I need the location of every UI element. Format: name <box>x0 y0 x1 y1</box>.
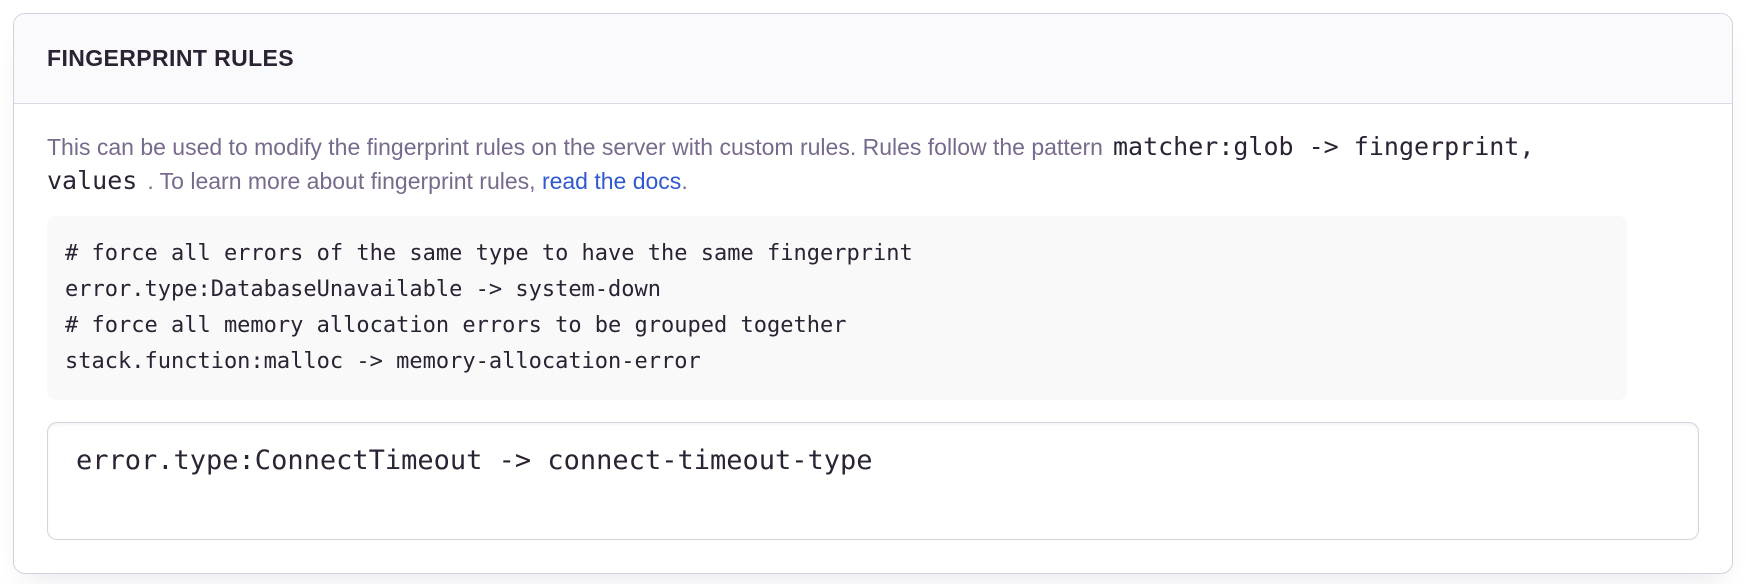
panel-header: FINGERPRINT RULES <box>14 14 1732 104</box>
example-code-block: # force all errors of the same type to h… <box>47 216 1627 400</box>
fingerprint-rules-panel: FINGERPRINT RULES This can be used to mo… <box>13 13 1733 574</box>
pattern-code-line2: values <box>47 166 138 195</box>
fingerprint-rules-input[interactable]: error.type:ConnectTimeout -> connect-tim… <box>47 422 1699 540</box>
panel-title: FINGERPRINT RULES <box>47 45 295 71</box>
description: This can be used to modify the fingerpri… <box>47 130 1699 198</box>
read-the-docs-link[interactable]: read the docs <box>541 168 682 194</box>
pattern-code-line1: matcher:glob -> fingerprint, <box>1112 132 1535 161</box>
panel-body: This can be used to modify the fingerpri… <box>14 104 1732 573</box>
description-text-lead: This can be used to modify the fingerpri… <box>47 134 1103 160</box>
description-text-middle: . To learn more about fingerprint rules, <box>147 168 542 194</box>
description-text-end: . <box>681 168 688 194</box>
